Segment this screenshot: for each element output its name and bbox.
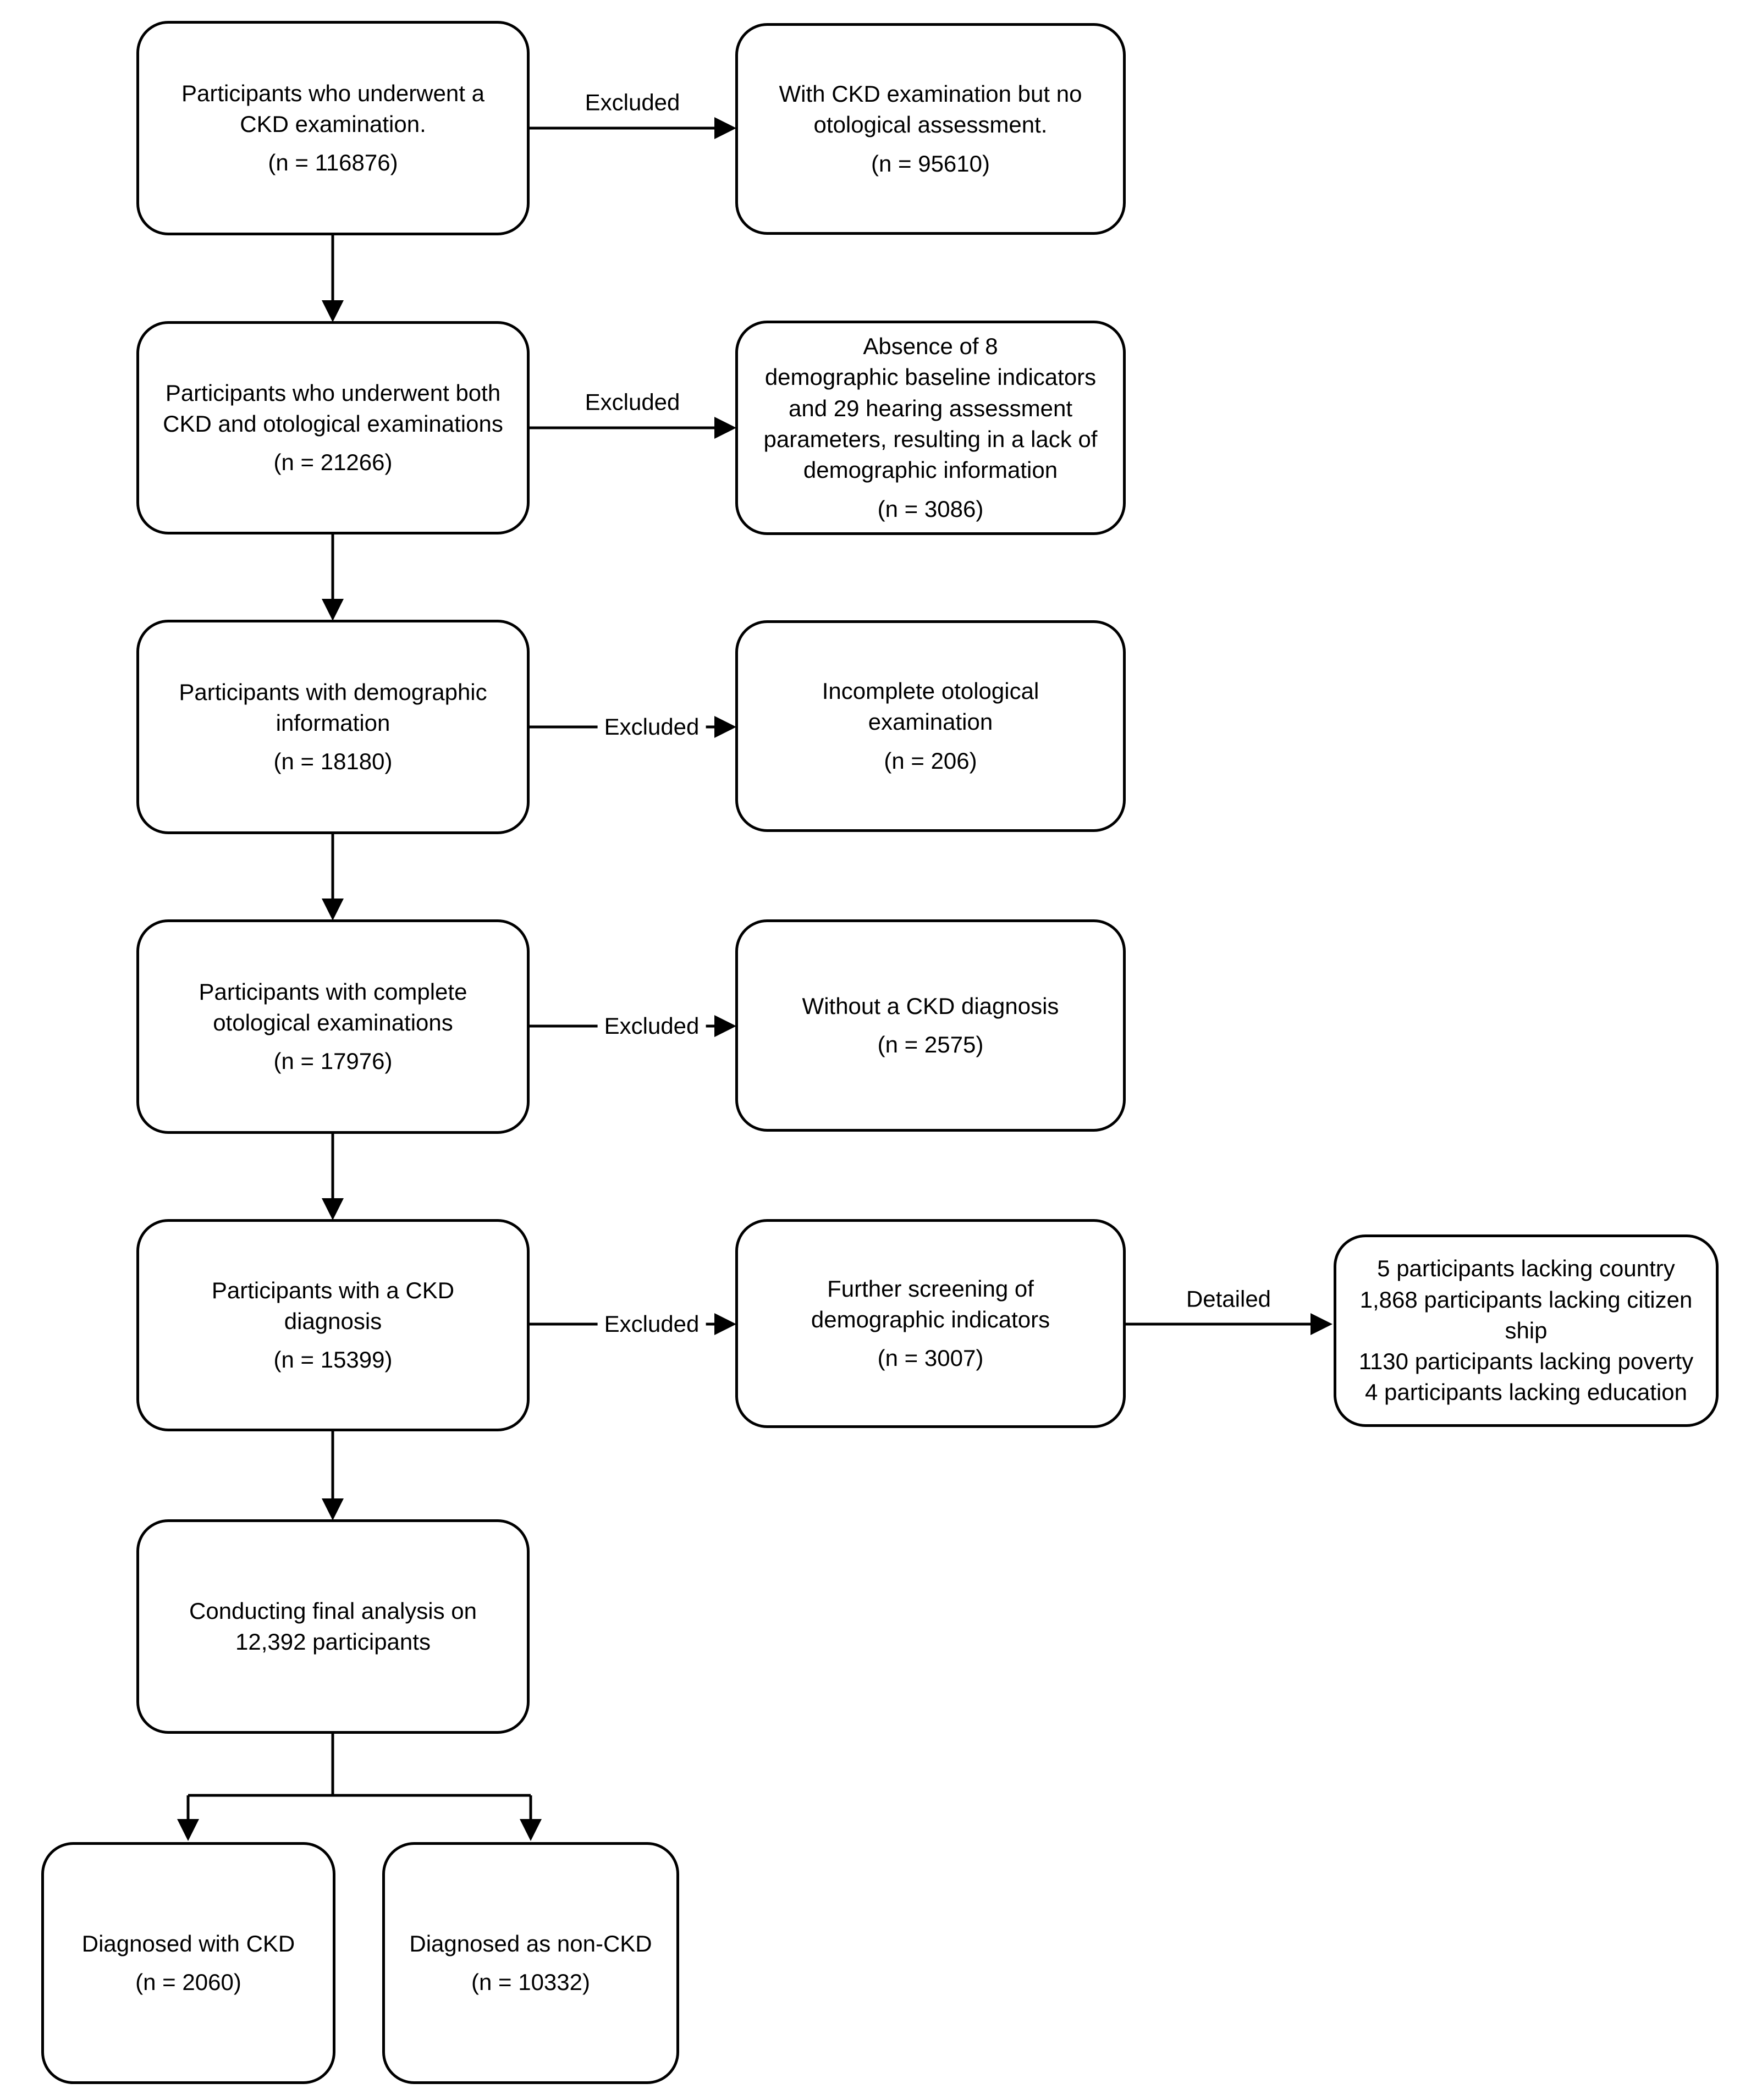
box-excluded-absence-indicators: Absence of 8 demographic baseline indica… bbox=[735, 321, 1126, 535]
box-text: Absence of 8 demographic baseline indica… bbox=[763, 333, 1098, 483]
box-text: Incomplete otological examination bbox=[822, 678, 1039, 735]
box-complete-otological: Participants with complete otological ex… bbox=[136, 919, 530, 1134]
arrow-label-excluded-5: Excluded bbox=[597, 1310, 706, 1338]
box-n: (n = 95610) bbox=[871, 150, 990, 177]
box-text: Further screening of demographic indicat… bbox=[811, 1275, 1050, 1332]
arrow-label-detailed: Detailed bbox=[1186, 1286, 1271, 1312]
box-n: (n = 3007) bbox=[877, 1345, 984, 1371]
box-text: Participants who underwent a CKD examina… bbox=[181, 80, 484, 137]
box-n: (n = 10332) bbox=[471, 1969, 590, 1995]
box-text: Participants with complete otological ex… bbox=[199, 978, 467, 1035]
box-text: Without a CKD diagnosis bbox=[802, 993, 1059, 1019]
box-n: (n = 17976) bbox=[273, 1048, 393, 1074]
box-diagnosed-non-ckd: Diagnosed as non-CKD (n = 10332) bbox=[382, 1842, 679, 2084]
box-text: Diagnosed with CKD bbox=[81, 1930, 295, 1956]
box-final-analysis: Conducting final analysis on 12,392 part… bbox=[136, 1519, 530, 1734]
box-excluded-incomplete-otological: Incomplete otological examination (n = 2… bbox=[735, 620, 1126, 832]
box-n: (n = 116876) bbox=[268, 150, 398, 176]
arrow-label-excluded-2: Excluded bbox=[585, 389, 680, 415]
box-text: Participants who underwent both CKD and … bbox=[163, 379, 503, 437]
box-n: (n = 2575) bbox=[877, 1032, 984, 1057]
box-n: (n = 18180) bbox=[273, 748, 393, 775]
arrow-label-excluded-4: Excluded bbox=[597, 1012, 706, 1040]
box-n: (n = 206) bbox=[884, 747, 977, 774]
box-n: (n = 2060) bbox=[135, 1969, 241, 1995]
box-excluded-without-ckd: Without a CKD diagnosis (n = 2575) bbox=[735, 919, 1126, 1132]
box-excluded-further-screening: Further screening of demographic indicat… bbox=[735, 1219, 1126, 1428]
box-excluded-no-otological: With CKD examination but no otological a… bbox=[735, 23, 1126, 235]
box-diagnosed-ckd: Diagnosed with CKD (n = 2060) bbox=[41, 1842, 335, 2084]
arrow-label-excluded-1: Excluded bbox=[585, 89, 680, 115]
arrow-label-excluded-3: Excluded bbox=[597, 713, 706, 741]
box-detailed-lacking-breakdown: 5 participants lacking country 1,868 par… bbox=[1334, 1234, 1719, 1427]
box-ckd-examination: Participants who underwent a CKD examina… bbox=[136, 21, 530, 235]
box-demographic-information: Participants with demographic informatio… bbox=[136, 620, 530, 834]
box-text: Participants with a CKD diagnosis bbox=[211, 1277, 455, 1334]
box-ckd-diagnosis: Participants with a CKD diagnosis (n = 1… bbox=[136, 1219, 530, 1431]
box-text: Participants with demographic informatio… bbox=[179, 679, 487, 736]
box-n: (n = 3086) bbox=[877, 495, 984, 522]
box-text: 5 participants lacking country 1,868 par… bbox=[1358, 1255, 1694, 1405]
box-both-examinations: Participants who underwent both CKD and … bbox=[136, 321, 530, 534]
box-text: Diagnosed as non-CKD bbox=[409, 1930, 652, 1956]
box-text: Conducting final analysis on 12,392 part… bbox=[189, 1597, 477, 1655]
box-n: (n = 15399) bbox=[273, 1347, 393, 1373]
box-n: (n = 21266) bbox=[273, 449, 393, 476]
box-text: With CKD examination but no otological a… bbox=[779, 81, 1082, 138]
